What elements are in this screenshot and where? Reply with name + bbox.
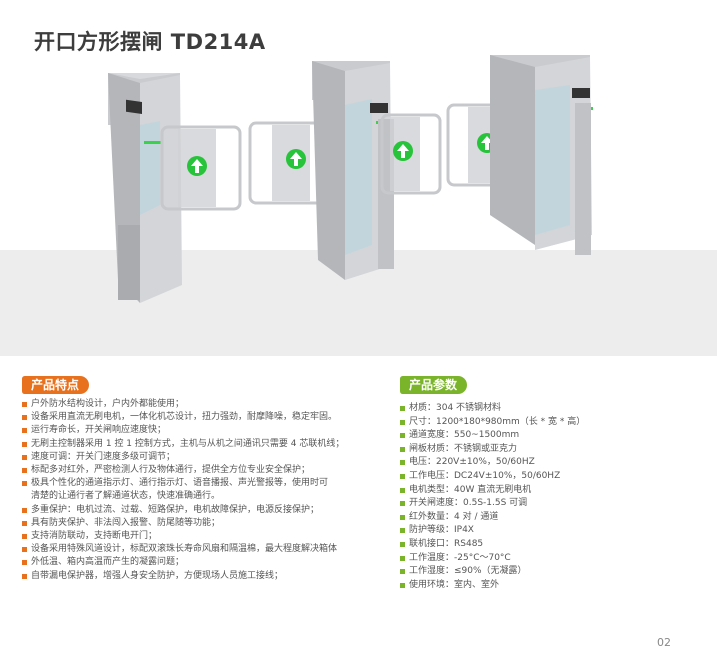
feature-item: 外低温、箱内高温而产生的凝露问题； [22,556,392,569]
spec-item: 工作湿度：≤90%（无凝露） [400,565,700,579]
spec-item: 红外数量：4 对 / 通道 [400,511,700,525]
spec-item: 工作电压：DC24V±10%，50/60HZ [400,470,700,484]
page-title: 开口方形摆闸 TD214A [34,30,266,54]
spec-item: 电机类型：40W 直流无刷电机 [400,484,700,498]
feature-item: 自带漏电保护器，增强人身安全防护，方便现场人员施工接线； [22,570,392,583]
feature-item-continuation: 清楚的让通行者了解通道状态，快速准确通行。 [31,491,221,502]
feature-item: 户外防水结构设计，户内外都能使用； [22,398,392,411]
feature-item: 运行寿命长，开关闸响应速度快； [22,424,392,437]
spec-item: 使用环境：室内、室外 [400,579,700,593]
spec-item: 开关闸速度：0.5S-1.5S 可调 [400,497,700,511]
spec-item: 防护等级：IP4X [400,524,700,538]
swing-gate-3 [380,113,442,195]
spec-item: 工作温度：-25°C～70°C [400,552,700,566]
spec-item: 通道宽度：550~1500mm [400,429,700,443]
feature-item: 速度可调：开关门速度多级可调节； [22,451,392,464]
feature-item: 无刷主控制器采用 1 控 1 控制方式，主机与从机之间通讯只需要 4 芯联机线； [22,438,392,451]
swing-gate-1 [160,125,242,211]
feature-item: 多重保护：电机过流、过载、短路保护，电机故障保护，电源反接保护； [22,504,392,517]
spec-item: 尺寸：1200*180*980mm（长 * 宽 * 高） [400,416,700,430]
specs-list: 材质：304 不锈钢材料 尺寸：1200*180*980mm（长 * 宽 * 高… [400,402,700,592]
spec-item: 联机接口：RS485 [400,538,700,552]
turnstile-cabinet-left [108,73,182,303]
turnstile-cabinet-right [490,55,593,255]
page-number: 02 [657,636,671,649]
specs-heading: 产品参数 [400,376,468,394]
feature-item: 具有防夹保护、非法闯入报警、防尾随等功能； [22,517,392,530]
spec-item: 闸板材质：不锈钢或亚克力 [400,443,700,457]
feature-item: 支持消防联动，支持断电开门； [22,530,392,543]
feature-item: 设备采用特殊风道设计，标配双滚珠长寿命风扇和隔温棉，最大程度解决箱体 [22,543,392,556]
feature-item: 设备采用直流无刷电机，一体化机芯设计，扭力强劲，耐摩降噪，稳定牢固。 [22,411,392,424]
spec-item: 电压：220V±10%，50/60HZ [400,456,700,470]
feature-item: 极具个性化的通道指示灯、通行指示灯、语音播报、声光警报等，使用时可 [22,477,392,490]
product-image [108,55,593,303]
feature-item: 标配多对红外，严密检测人行及物体通行，提供全方位专业安全保护； [22,464,392,477]
spec-item: 材质：304 不锈钢材料 [400,402,700,416]
features-heading: 产品特点 [22,376,90,394]
features-list: 户外防水结构设计，户内外都能使用； 设备采用直流无刷电机，一体化机芯设计，扭力强… [22,398,392,583]
